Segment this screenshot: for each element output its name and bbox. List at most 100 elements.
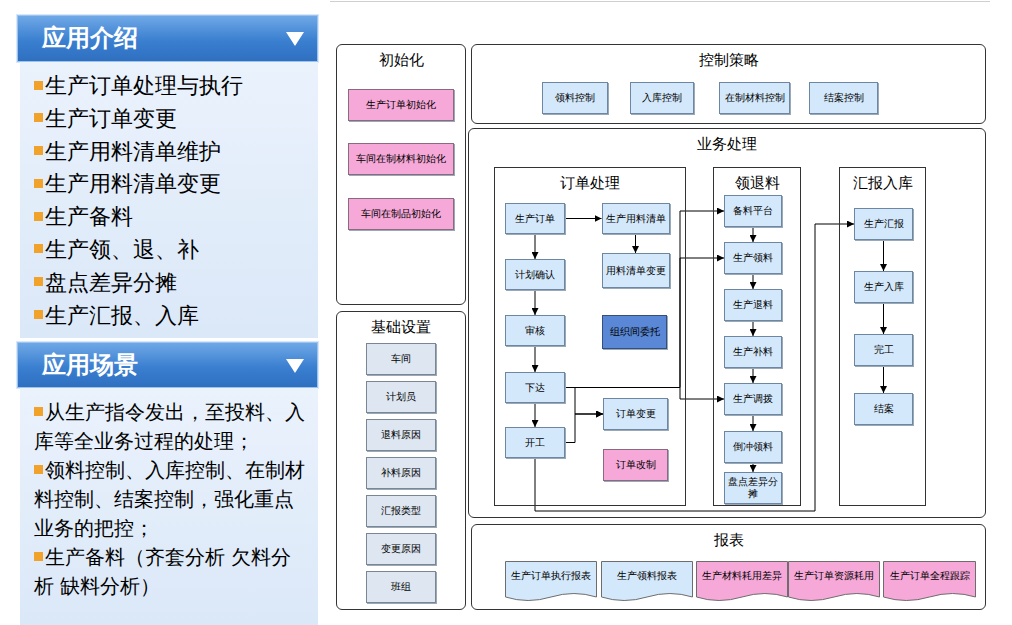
box-label: 开工 — [525, 437, 545, 449]
group-title: 领退料 — [714, 168, 800, 192]
section-header: 应用介绍 — [17, 15, 318, 62]
group-box: 领料控制入库控制在制材料控制结案控制控制策略 — [471, 44, 986, 124]
flow-arrow — [565, 388, 603, 415]
process-box: 生产入库 — [854, 271, 913, 303]
bullet-item: 从生产指令发出，至投料、入库等全业务过程的处理； — [34, 398, 310, 456]
box-label: 车间在制材料初始化 — [356, 153, 446, 165]
box-label: 车间在制品初始化 — [361, 208, 441, 220]
flow-arrow — [565, 211, 724, 388]
box-label: 生产退料 — [733, 299, 773, 311]
box-label: 入库控制 — [642, 92, 682, 104]
box-label: 退料原因 — [381, 429, 421, 441]
bullet-mark — [34, 552, 43, 561]
document-shape — [696, 561, 788, 604]
group-title: 订单处理 — [495, 168, 685, 192]
flow-arrow — [635, 234, 636, 253]
process-box: 班组 — [366, 571, 436, 603]
bullet-panel: 从生产指令发出，至投料、入库等全业务过程的处理；领料控制、入库控制、在制材料控制… — [20, 388, 318, 625]
process-box: 组织间委托 — [602, 315, 667, 349]
process-box: 生产汇报 — [854, 208, 913, 240]
report-document: 生产订单全程跟踪 — [883, 561, 976, 604]
process-box: 结案控制 — [809, 82, 878, 114]
document-shape — [788, 561, 880, 604]
box-label: 生产领料 — [733, 252, 773, 264]
flow-arrow — [883, 366, 884, 393]
bullet-item: 生产汇报、入库 — [34, 300, 312, 333]
bullet-mark — [34, 81, 43, 90]
group-box: 生产订单计划确认审核下达开工生产用料清单用料清单变更组织间委托订单变更订单改制订… — [468, 128, 986, 518]
box-label: 下达 — [525, 382, 545, 394]
report-document: 生产领料报表 — [601, 561, 693, 604]
bullet-item: 领料控制、入库控制、在制材料控制、结案控制，强化重点业务的把控； — [34, 456, 310, 543]
report-document: 生产材料耗用差异 — [696, 561, 788, 604]
flow-arrow — [753, 415, 754, 431]
process-box: 开工 — [505, 427, 565, 458]
header-text: 应用介绍 — [18, 16, 317, 61]
process-box: 生产用料清单 — [602, 203, 670, 234]
box-label: 领料控制 — [555, 92, 595, 104]
bullet-mark — [34, 465, 43, 474]
flow-arrow — [535, 224, 854, 511]
box-label: 生产订单全程跟踪 — [883, 561, 976, 582]
group-title: 基础设置 — [337, 312, 465, 336]
box-label: 在制材料控制 — [725, 92, 785, 104]
document-shape — [601, 561, 693, 604]
process-box: 车间 — [366, 343, 436, 375]
flow-arrow — [535, 403, 536, 427]
process-box: 备料平台 — [724, 195, 782, 227]
process-box: 入库控制 — [630, 82, 694, 114]
flow-arrow — [883, 303, 884, 334]
group-box: 车间计划员退料原因补料原因汇报类型变更原因班组基础设置 — [336, 311, 466, 610]
process-box: 结案 — [854, 393, 913, 425]
process-box: 生产补料 — [724, 336, 782, 368]
process-box: 在制材料控制 — [719, 82, 790, 114]
process-box: 车间在制品初始化 — [348, 198, 454, 230]
process-box: 盘点差异分摊 — [724, 472, 782, 504]
group-box: 生产订单执行报表生产领料报表生产材料耗用差异生产订单资源耗用生产订单全程跟踪报表 — [471, 524, 986, 610]
box-label: 结案 — [874, 403, 894, 415]
group-title: 汇报入库 — [840, 168, 925, 192]
box-label: 订单改制 — [616, 459, 656, 471]
process-box: 车间在制材料初始化 — [348, 143, 454, 175]
box-label: 生产入库 — [864, 281, 904, 293]
report-document: 生产订单执行报表 — [505, 561, 597, 604]
process-box: 计划员 — [366, 381, 436, 413]
bullet-item: 生产用料清单维护 — [34, 136, 312, 169]
bullet-item: 生产订单处理与执行 — [34, 70, 312, 103]
flow-arrow — [753, 321, 754, 336]
bullet-item: 生产备料（齐套分析 欠料分析 缺料分析） — [34, 543, 310, 601]
process-box: 领料控制 — [542, 82, 608, 114]
flow-arrow — [565, 414, 603, 443]
process-box: 汇报类型 — [366, 495, 436, 527]
group-box: 生产订单计划确认审核下达开工生产用料清单用料清单变更组织间委托订单变更订单改制订… — [494, 167, 686, 506]
box-label: 订单变更 — [616, 408, 656, 420]
box-label: 结案控制 — [824, 92, 864, 104]
bullet-item: 生产订单变更 — [34, 103, 312, 136]
box-label: 用料清单变更 — [606, 265, 666, 277]
process-box: 退料原因 — [366, 419, 436, 451]
process-box: 计划确认 — [505, 259, 565, 290]
bullet-mark — [34, 212, 43, 221]
report-document: 生产订单资源耗用 — [788, 561, 880, 604]
process-box: 审核 — [505, 315, 565, 346]
flow-arrow — [535, 234, 536, 259]
bullet-mark — [34, 407, 43, 416]
box-label: 生产补料 — [733, 346, 773, 358]
bullet-mark — [34, 244, 43, 253]
box-label: 生产领料报表 — [601, 561, 693, 582]
process-box: 变更原因 — [366, 533, 436, 565]
bullet-panel: 生产订单处理与执行生产订单变更生产用料清单维护生产用料清单变更生产备料生产领、退… — [20, 62, 318, 338]
group-title: 初始化 — [337, 45, 465, 69]
process-box: 生产领料 — [724, 242, 782, 274]
group-title: 业务处理 — [469, 129, 985, 153]
process-box: 生产订单初始化 — [348, 89, 454, 121]
box-label: 备料平台 — [733, 205, 773, 217]
box-label: 生产订单执行报表 — [505, 561, 597, 582]
box-label: 变更原因 — [381, 543, 421, 555]
flow-arrow — [753, 274, 754, 289]
bullet-item: 生产备料 — [34, 201, 312, 234]
bullet-mark — [34, 310, 43, 319]
flow-arrow — [883, 240, 884, 271]
dropdown-triangle — [285, 31, 305, 47]
box-label: 倒冲领料 — [733, 441, 773, 453]
